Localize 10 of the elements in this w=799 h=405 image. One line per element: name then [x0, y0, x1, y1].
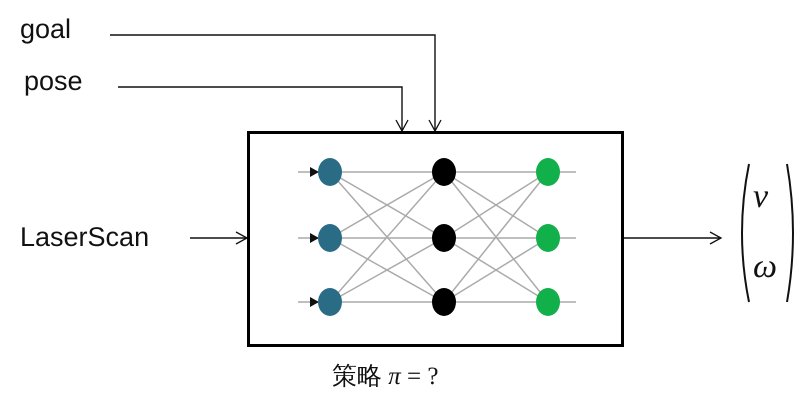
vector-component: v [753, 178, 768, 216]
arrow [110, 34, 442, 132]
arrow [624, 231, 722, 245]
policy-caption: 策略 π = ? [332, 362, 438, 392]
vector-component: ω [753, 248, 778, 286]
arrow [118, 86, 409, 132]
input-label: goal [20, 14, 72, 45]
input-label: pose [24, 66, 83, 97]
input-label: LaserScan [20, 222, 150, 253]
arrow [190, 231, 248, 245]
